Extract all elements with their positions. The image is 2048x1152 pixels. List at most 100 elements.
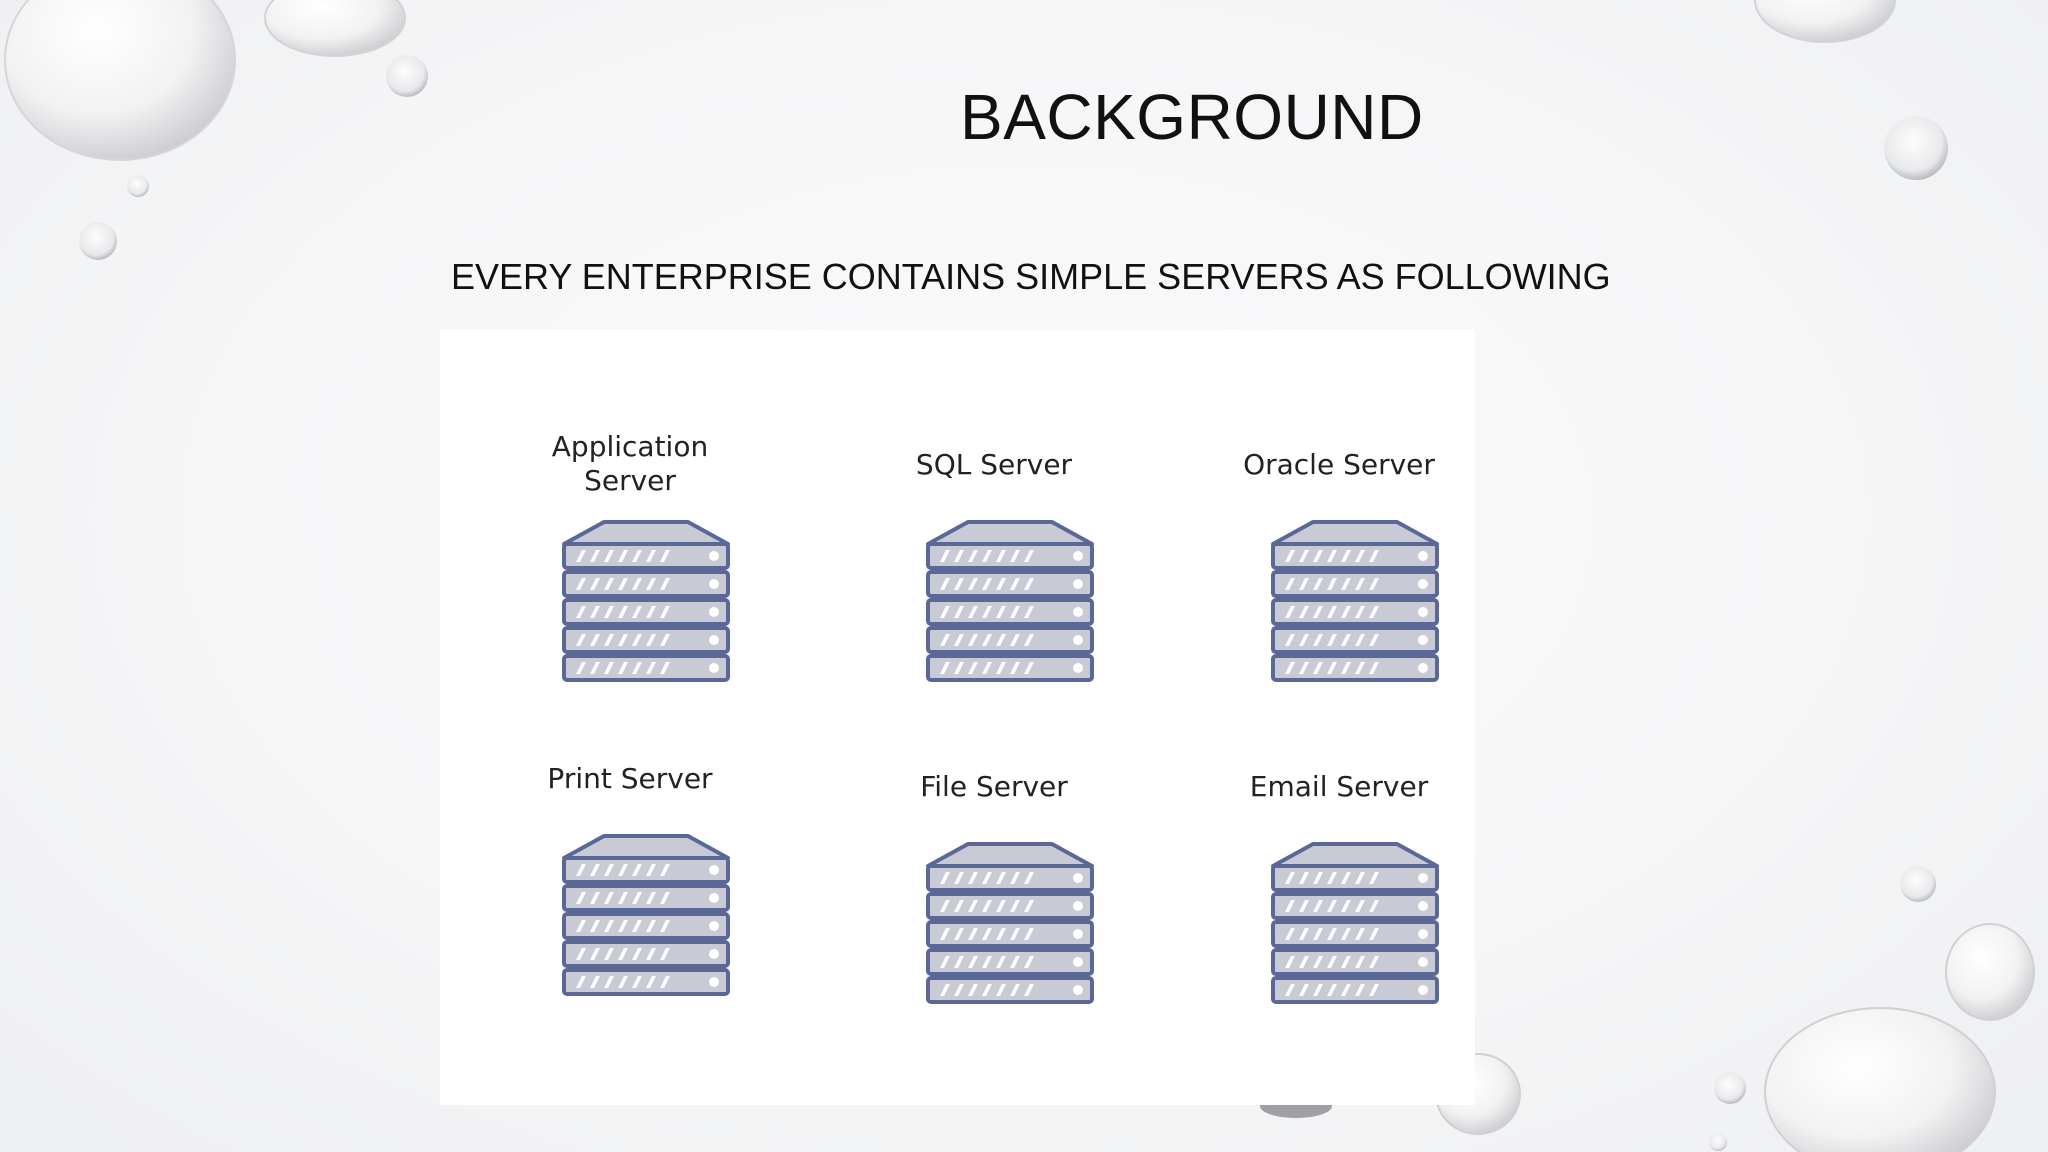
server-vent <box>1285 634 1295 646</box>
server-cap <box>562 834 730 860</box>
server-led <box>1073 635 1083 645</box>
drop <box>1945 923 2035 1021</box>
server-vent <box>632 550 642 562</box>
server-vent <box>968 550 978 562</box>
server-vent <box>982 900 992 912</box>
server-cap <box>1271 520 1439 546</box>
server-label: SQL Server <box>915 448 1073 481</box>
server-vent <box>982 984 992 996</box>
server-led <box>1073 929 1083 939</box>
server-vent <box>618 550 628 562</box>
server-vent <box>660 892 670 904</box>
server-vent <box>1369 606 1379 618</box>
server-vent <box>968 956 978 968</box>
server-vent <box>1313 550 1323 562</box>
server-led <box>1418 901 1428 911</box>
server-led <box>709 921 719 931</box>
server-vent <box>940 550 950 562</box>
server-vent <box>1285 578 1295 590</box>
server-vent <box>1010 578 1020 590</box>
server-vent <box>982 956 992 968</box>
server-vent <box>1313 872 1323 884</box>
server-led <box>1073 901 1083 911</box>
server-vent <box>954 872 964 884</box>
server-led <box>1418 873 1428 883</box>
drop <box>1884 116 1948 180</box>
drop <box>1900 866 1936 902</box>
server-vent <box>576 892 586 904</box>
server-led <box>1418 635 1428 645</box>
server-vent <box>576 948 586 960</box>
server-vent <box>646 976 656 988</box>
file-server: File Server <box>854 770 1134 1004</box>
server-unit <box>562 570 730 598</box>
server-vent <box>1355 956 1365 968</box>
server-vent <box>1024 578 1034 590</box>
server-vent <box>576 634 586 646</box>
server-vent <box>996 550 1006 562</box>
server-vent <box>1369 900 1379 912</box>
server-unit <box>1271 598 1439 626</box>
server-vent <box>660 920 670 932</box>
server-vent <box>604 578 614 590</box>
server-vent <box>940 956 950 968</box>
server-vent <box>618 662 628 674</box>
server-vent <box>996 928 1006 940</box>
server-unit <box>926 948 1094 976</box>
server-vent <box>646 892 656 904</box>
server-vent <box>590 864 600 876</box>
server-vent <box>590 920 600 932</box>
server-led <box>709 579 719 589</box>
server-vent <box>1355 606 1365 618</box>
server-vent <box>660 662 670 674</box>
server-vent <box>632 864 642 876</box>
server-vent <box>1010 662 1020 674</box>
server-vent <box>1024 928 1034 940</box>
server-vent <box>1327 872 1337 884</box>
server-label: Print Server <box>547 762 713 795</box>
server-vent <box>968 872 978 884</box>
server-vent <box>1010 606 1020 618</box>
server-vent <box>660 634 670 646</box>
server-led <box>1418 985 1428 995</box>
server-vent <box>646 550 656 562</box>
server-vent <box>1327 956 1337 968</box>
server-rack-icon <box>926 520 1094 682</box>
server-vent <box>1024 872 1034 884</box>
server-vent <box>1299 956 1309 968</box>
server-vent <box>1313 578 1323 590</box>
server-unit <box>562 940 730 968</box>
server-unit <box>1271 864 1439 892</box>
server-vent <box>576 662 586 674</box>
server-vent <box>1341 634 1351 646</box>
server-led <box>1073 607 1083 617</box>
server-vent <box>1010 900 1020 912</box>
server-vent <box>1024 984 1034 996</box>
server-vent <box>1369 550 1379 562</box>
server-vent <box>996 578 1006 590</box>
server-unit <box>926 654 1094 682</box>
server-vent <box>1327 662 1337 674</box>
server-vent <box>576 606 586 618</box>
server-vent <box>604 920 614 932</box>
server-rack-icon <box>1271 842 1439 1004</box>
server-vent <box>1327 634 1337 646</box>
server-vent <box>1327 578 1337 590</box>
server-led <box>1073 873 1083 883</box>
server-vent <box>1285 956 1295 968</box>
server-led <box>709 865 719 875</box>
server-vent <box>604 606 614 618</box>
server-vent <box>1024 662 1034 674</box>
server-vent <box>996 662 1006 674</box>
server-vent <box>1010 550 1020 562</box>
server-vent <box>954 550 964 562</box>
server-vent <box>660 864 670 876</box>
server-vent <box>590 662 600 674</box>
server-vent <box>968 984 978 996</box>
server-vent <box>660 976 670 988</box>
server-unit <box>926 598 1094 626</box>
server-vent <box>1285 900 1295 912</box>
server-vent <box>576 920 586 932</box>
server-vent <box>996 634 1006 646</box>
email-server: Email Server <box>1199 770 1479 1004</box>
